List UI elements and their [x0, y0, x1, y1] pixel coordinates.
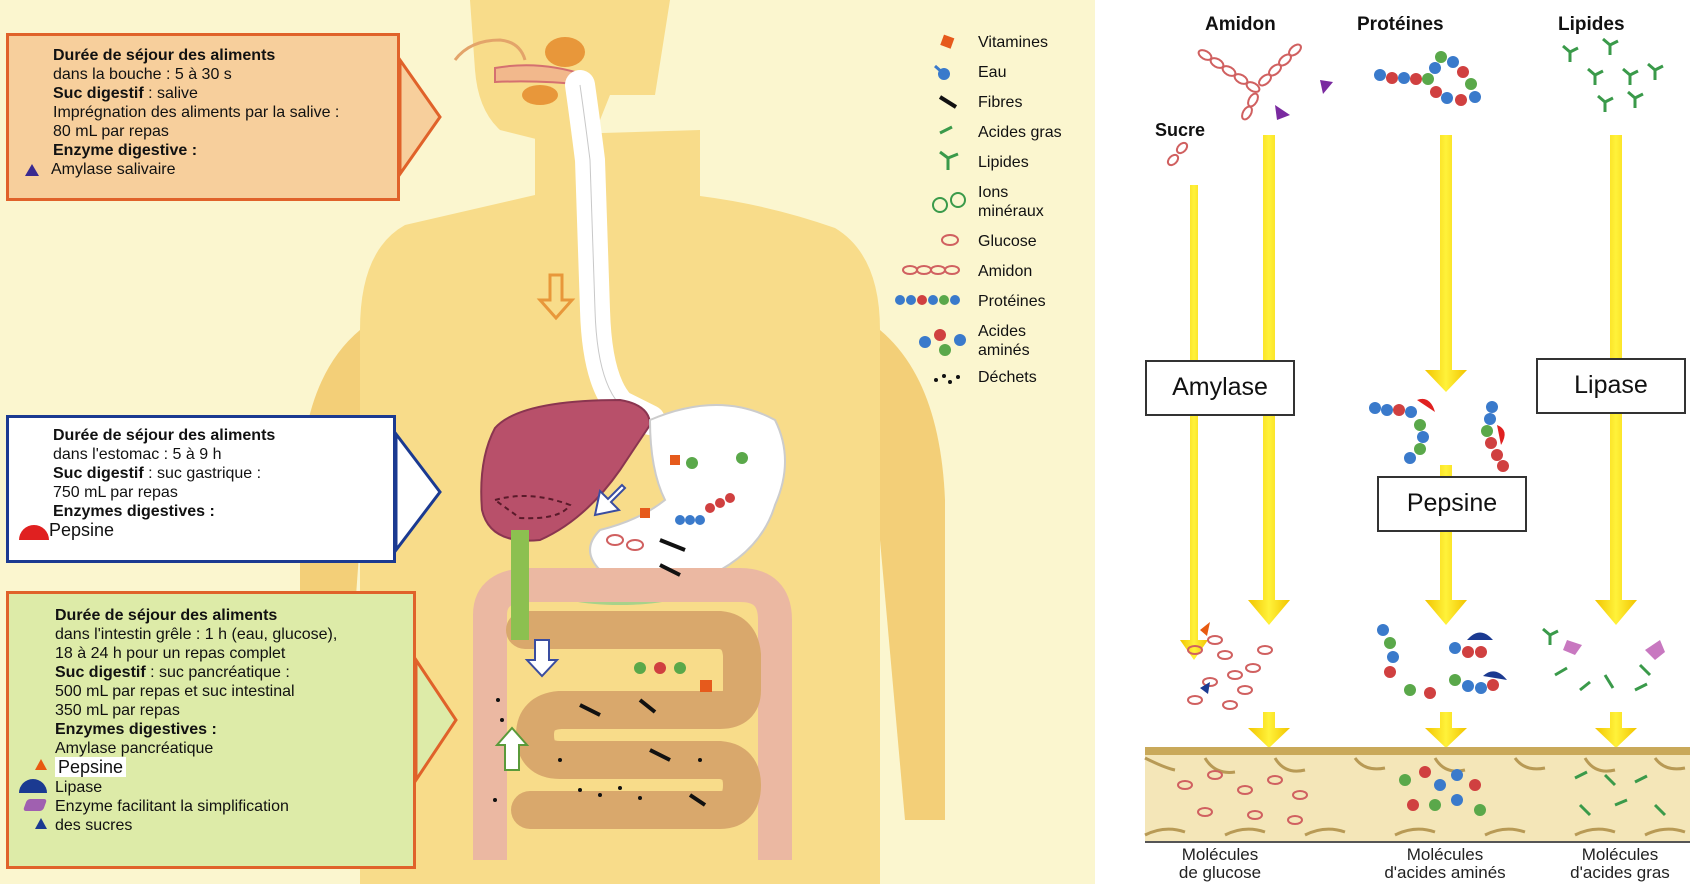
- legend-ions: Ions: [978, 183, 1008, 202]
- glucose-molecules-label-1: Molécules: [1165, 846, 1275, 864]
- mouth-enzyme-label: Enzyme digestive :: [53, 141, 387, 160]
- legend-vitamines: Vitamines: [978, 33, 1048, 52]
- stomach-suc-value: : suc gastrique :: [144, 465, 261, 482]
- intestine-volume: 500 mL par repas et suc intestinal: [55, 682, 403, 701]
- sucre-molecule: [1166, 141, 1189, 167]
- intestine-enzyme-4b: des sucres: [55, 816, 403, 835]
- lipase-label-box: Lipase: [1536, 358, 1686, 414]
- fatty-acid-molecules-label-2: d'acides gras: [1555, 864, 1685, 882]
- legend-acides-gras: Acides gras: [978, 123, 1062, 142]
- intestine-enzyme-2-label: Pepsine: [55, 757, 126, 777]
- amidon-molecule: [1197, 42, 1303, 121]
- glucose-fragments: [1188, 636, 1272, 709]
- digestion-process-panel: Amidon Protéines Lipides Sucre Amylase P…: [1135, 0, 1698, 884]
- legend-glucose: Glucose: [978, 232, 1037, 251]
- intestine-duration-full: 18 à 24 h pour un repas complet: [55, 644, 403, 663]
- amino-acid-fragments: [1377, 624, 1507, 699]
- mouth-duration: dans la bouche : 5 à 30 s: [53, 65, 387, 84]
- stomach-enzyme-label: Enzymes digestives :: [53, 502, 383, 521]
- stomach-duration: dans l'estomac : 5 à 9 h: [53, 445, 383, 464]
- mouth-suc-label: Suc digestif: [53, 85, 144, 102]
- stomach-enzyme-item: Pepsine: [49, 521, 383, 540]
- pepsine-label-box: Pepsine: [1377, 476, 1527, 532]
- digestive-system-panel: Durée de séjour des aliments dans la bou…: [0, 0, 1095, 884]
- legend-lipides: Lipides: [978, 153, 1029, 172]
- stomach-info-box: Durée de séjour des aliments dans l'esto…: [6, 415, 396, 563]
- amylase-label-box: Amylase: [1145, 360, 1295, 416]
- legend-eau: Eau: [978, 63, 1006, 82]
- intestine-enzyme-1: Amylase pancréatique: [55, 739, 403, 758]
- mouth-saliva-line: Imprégnation des aliments par la salive …: [53, 103, 387, 122]
- intestine-duration-title: Durée de séjour des aliments: [55, 606, 403, 625]
- intestine-enzyme-2: Pepsine: [55, 758, 403, 778]
- intestine-volume-2: 350 mL par repas: [55, 701, 403, 720]
- mouth-saliva-volume: 80 mL par repas: [53, 122, 387, 141]
- protein-cleavage: [1369, 399, 1509, 472]
- fatty-acid-fragments: [1543, 629, 1665, 690]
- lipase-icon: [23, 799, 47, 811]
- legend-proteines: Protéines: [978, 292, 1046, 311]
- pepsine-blue-icon: [19, 779, 47, 793]
- stomach-volume: 750 mL par repas: [53, 483, 383, 502]
- intestine-duration: dans l'intestin grêle : 1 h (eau, glucos…: [55, 625, 403, 644]
- intestine-enzyme-4: Enzyme facilitant la simplification: [55, 797, 403, 816]
- legend-mineraux: minéraux: [978, 202, 1044, 221]
- mouth-suc-line: Suc digestif : salive: [53, 84, 387, 103]
- intestine-enzyme-label: Enzymes digestives :: [55, 720, 403, 739]
- proteines-heading: Protéines: [1357, 14, 1444, 36]
- lipides-molecules: [1563, 39, 1663, 112]
- legend-fibres: Fibres: [978, 93, 1022, 112]
- yellow-arrows: [1180, 135, 1637, 748]
- digestion-process-illustration: [1135, 0, 1698, 884]
- proteine-molecule: [1374, 51, 1481, 106]
- pepsine-icon: [19, 525, 49, 540]
- mouth-enzyme-name: Amylase salivaire: [51, 161, 175, 178]
- stomach-enzyme-name: Pepsine: [49, 520, 114, 540]
- amino-acid-molecules-label-2: d'acides aminés: [1370, 864, 1520, 882]
- legend-dechets: Déchets: [978, 368, 1037, 387]
- intestine-enzyme-3: Lipase: [55, 778, 403, 797]
- sucre-enzyme-icon: [35, 818, 47, 829]
- stomach-suc-line: Suc digestif : suc gastrique :: [53, 464, 383, 483]
- intestine-info-box: Durée de séjour des aliments dans l'inte…: [6, 591, 416, 869]
- amylase-salivaire-icon: [25, 164, 39, 176]
- sucre-label: Sucre: [1155, 120, 1205, 141]
- mouth-enzyme-item: Amylase salivaire: [25, 160, 387, 179]
- stomach-duration-title: Durée de séjour des aliments: [53, 426, 383, 445]
- legend-amidon: Amidon: [978, 262, 1032, 281]
- mouth-info-box: Durée de séjour des aliments dans la bou…: [6, 33, 400, 201]
- amino-acid-molecules-label-1: Molécules: [1370, 846, 1520, 864]
- intestine-suc-value: : suc pancréatique :: [146, 664, 290, 681]
- fatty-acid-molecules-label-1: Molécules: [1555, 846, 1685, 864]
- lipides-heading: Lipides: [1558, 14, 1625, 36]
- mouth-duration-title: Durée de séjour des aliments: [53, 46, 387, 65]
- stomach-suc-label: Suc digestif: [53, 465, 144, 482]
- mouth-suc-value: : salive: [144, 85, 198, 102]
- intestinal-wall: [1145, 747, 1690, 842]
- amidon-heading: Amidon: [1205, 14, 1276, 36]
- legend-acides: Acides: [978, 322, 1026, 341]
- intestine-suc-label: Suc digestif: [55, 664, 146, 681]
- glucose-molecules-label-2: de glucose: [1165, 864, 1275, 882]
- amylase-pancreatique-icon: [35, 759, 47, 770]
- legend-amines: aminés: [978, 341, 1030, 360]
- intestine-suc-line: Suc digestif : suc pancréatique :: [55, 663, 403, 682]
